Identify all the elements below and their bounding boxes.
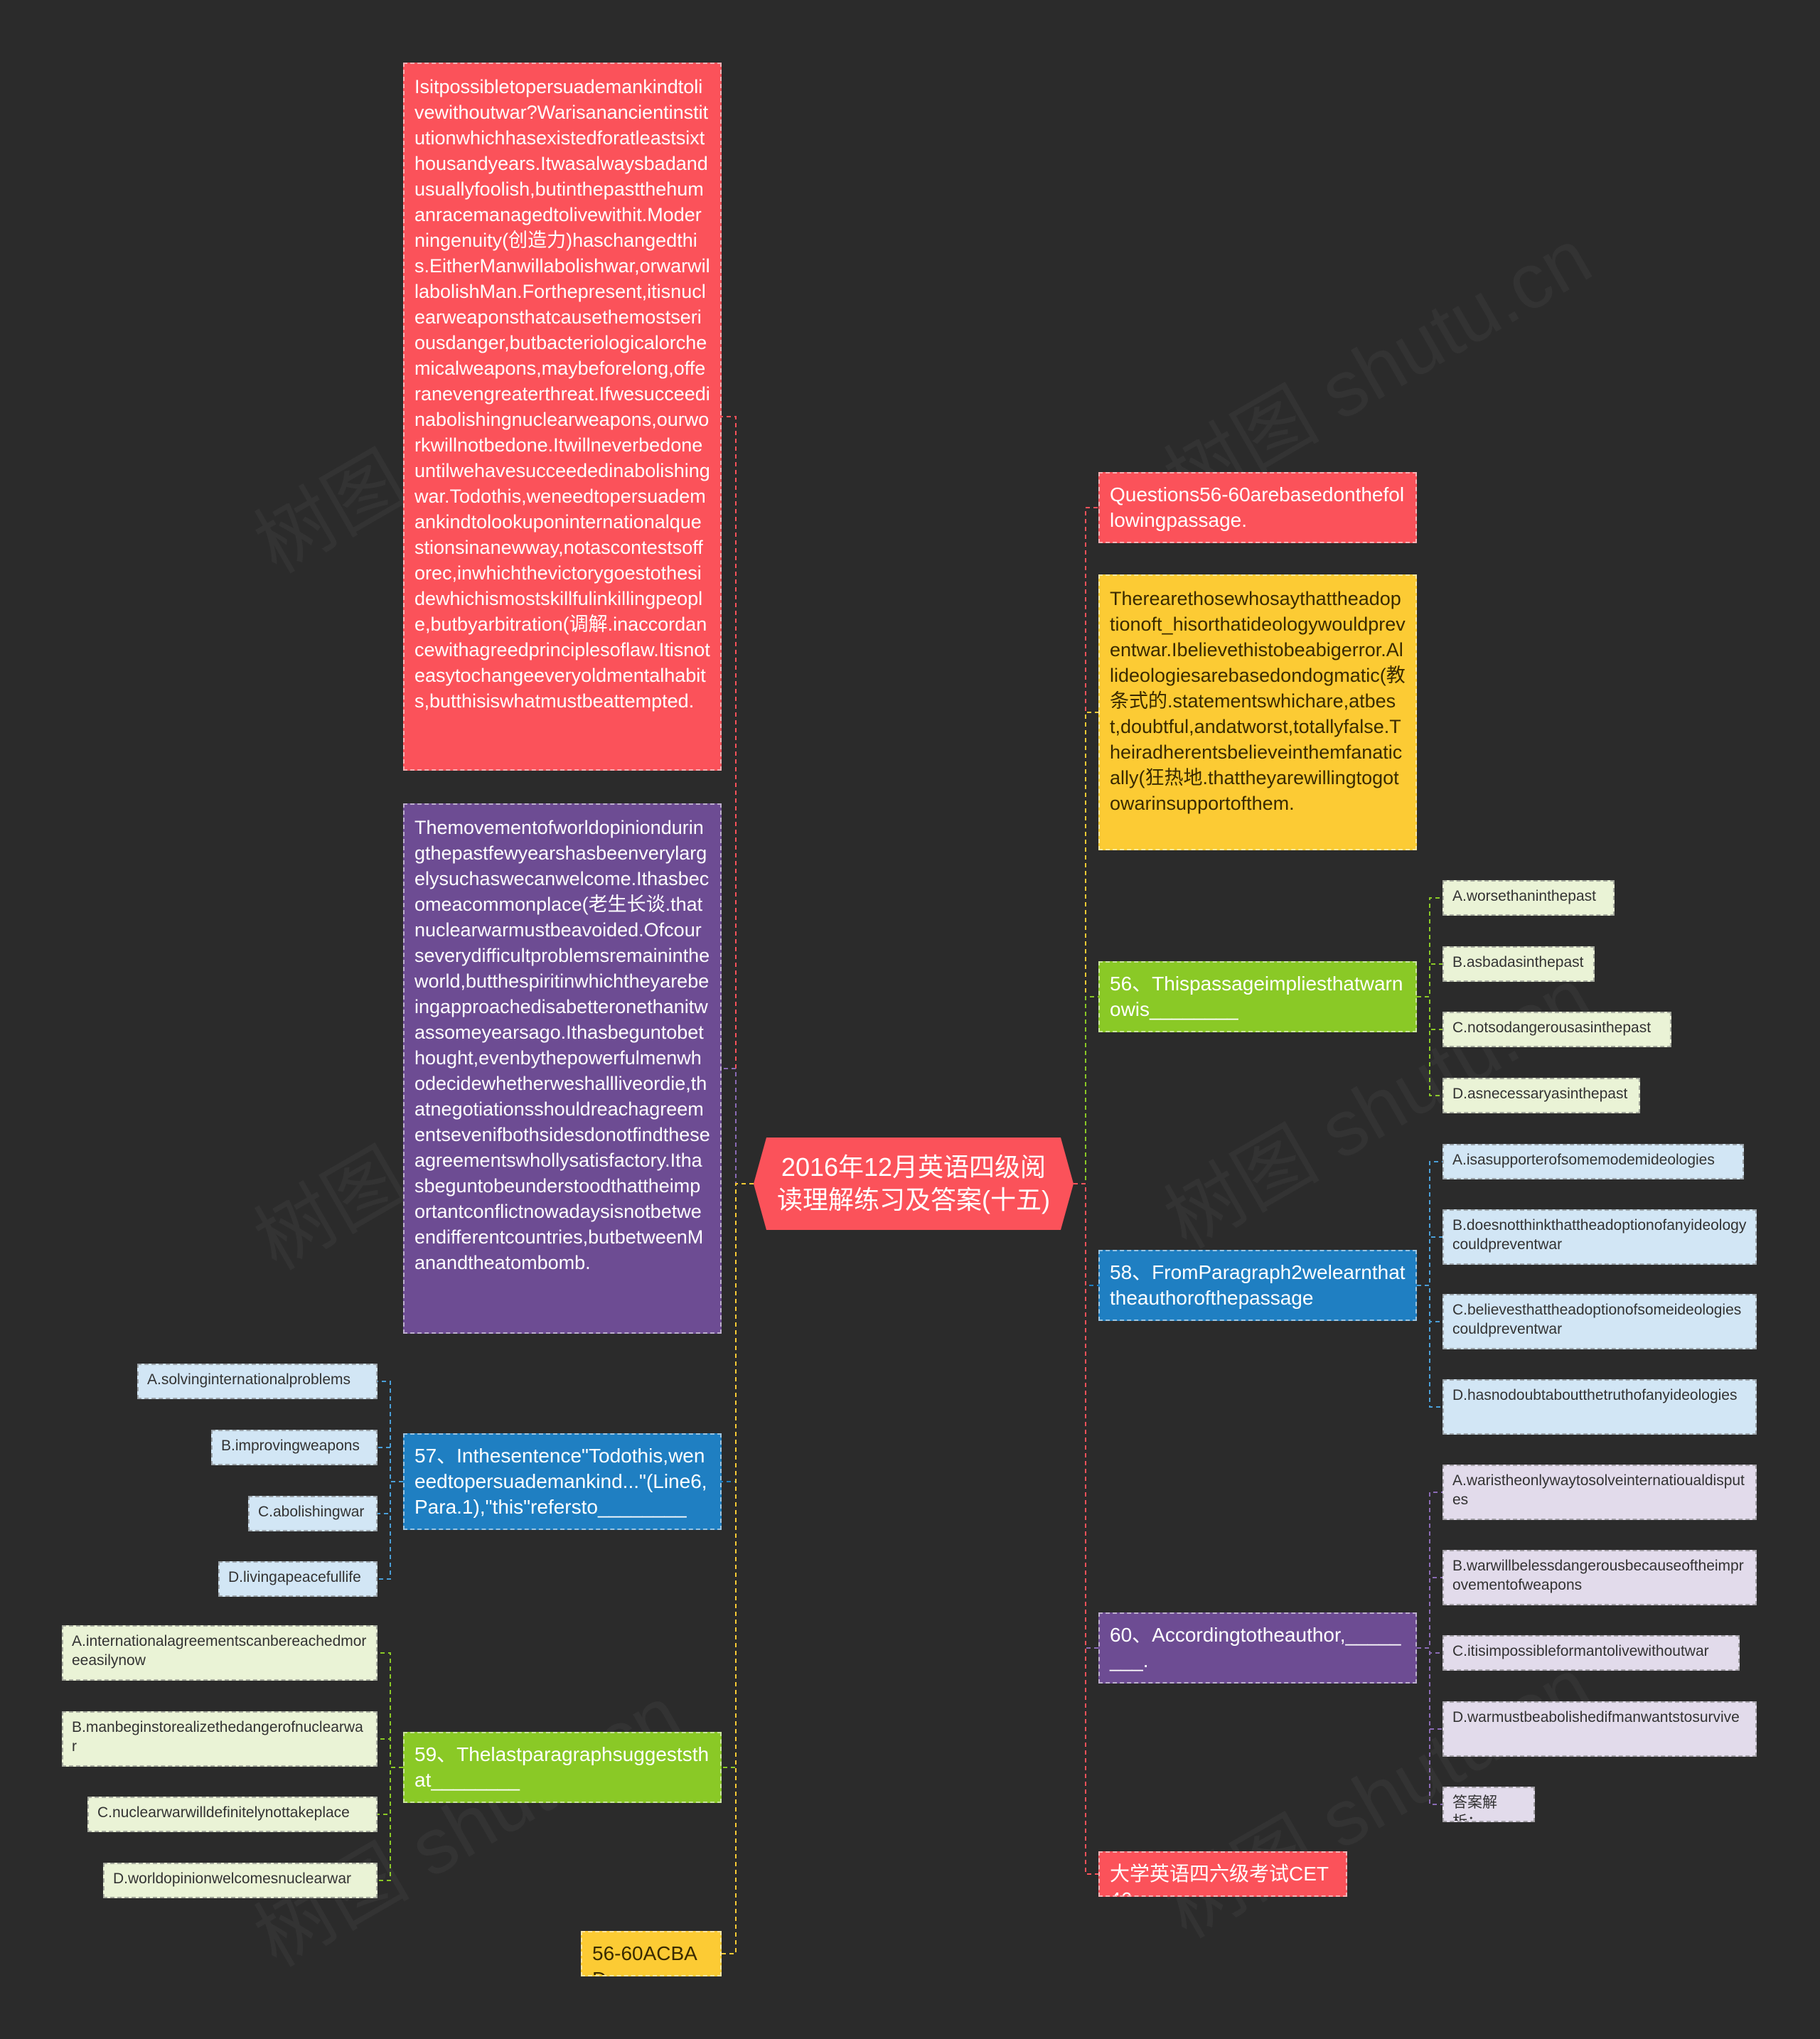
intro-node[interactable]: Questions56-60arebasedonthefollowingpass…: [1098, 472, 1417, 543]
connector-n-56b: [1417, 963, 1442, 997]
option-57b[interactable]: B.improvingweapons: [211, 1430, 378, 1465]
connector-n-57c: [378, 1481, 403, 1514]
option-60c[interactable]: C.itisimpossibleformantolivewithoutwar: [1442, 1635, 1740, 1671]
connector-n-57d: [378, 1481, 403, 1580]
connector-n-58a: [1417, 1161, 1442, 1286]
connector-n-p3: [1074, 712, 1098, 1184]
option-57d[interactable]: D.livingapeacefullife: [218, 1561, 378, 1597]
question-60-node[interactable]: 60、Accordingtotheauthor,________.: [1098, 1612, 1417, 1684]
option-57a[interactable]: A.solvinginternationalproblems: [137, 1364, 378, 1399]
answer-key-node[interactable]: 56-60ACBAD: [581, 1931, 722, 1976]
connector-n-q57: [722, 1183, 754, 1482]
connector-n-foot: [1074, 1183, 1098, 1875]
option-58d[interactable]: D.hasnodoubtaboutthetruthofanyideologies: [1442, 1379, 1757, 1435]
connector-n-56a: [1417, 897, 1442, 997]
connector-n-p2: [722, 1068, 754, 1184]
connector-n-60c: [1417, 1647, 1442, 1654]
passage-3-node[interactable]: Therearethosewhosaythattheadoptionoft_hi…: [1098, 574, 1417, 850]
option-57c[interactable]: C.abolishingwar: [248, 1496, 378, 1531]
passage-1-node[interactable]: Isitpossibletopersuademankindtolivewitho…: [403, 63, 722, 771]
option-59a[interactable]: A.internationalagreementscanbereachedmor…: [62, 1625, 378, 1681]
connector-n-ans: [722, 1183, 754, 1954]
option-59d[interactable]: D.worldopinionwelcomesnuclearwar: [103, 1863, 378, 1898]
question-58-node[interactable]: 58、FromParagraph2welearnthattheauthoroft…: [1098, 1250, 1417, 1321]
root-topic[interactable]: 2016年12月英语四级阅读理解练习及答案(十五): [754, 1138, 1074, 1230]
question-59-node[interactable]: 59、Thelastparagraphsuggeststhat________: [403, 1732, 722, 1803]
connector-n-q56: [1074, 996, 1098, 1184]
option-60a[interactable]: A.waristheonlywaytosolveinternatioualdis…: [1442, 1465, 1757, 1520]
connector-n-59c: [378, 1767, 403, 1815]
option-60d[interactable]: D.warmustbeabolishedifmanwantstosurvive: [1442, 1701, 1757, 1757]
connector-n-59d: [378, 1767, 403, 1881]
option-56b[interactable]: B.asbadasinthepast: [1442, 946, 1595, 982]
connector-n-60a: [1417, 1492, 1442, 1649]
option-58b[interactable]: B.doesnotthinkthattheadoptionofanyideolo…: [1442, 1209, 1757, 1265]
connector-n-58d: [1417, 1285, 1442, 1408]
option-56c[interactable]: C.notsodangerousasinthepast: [1442, 1012, 1671, 1047]
option-59b[interactable]: B.manbeginstorealizethedangerofnuclearwa…: [62, 1711, 378, 1767]
connector-n-58c: [1417, 1285, 1442, 1322]
connector-n-57b: [378, 1447, 403, 1482]
analysis-label[interactable]: 答案解析：: [1442, 1787, 1535, 1822]
question-57-node[interactable]: 57、Inthesentence"Todothis,weneedtopersua…: [403, 1433, 722, 1530]
connector-n-57a: [378, 1381, 403, 1482]
connector-n-q59: [722, 1183, 754, 1768]
footer-node[interactable]: 大学英语四六级考试CET46: [1098, 1851, 1347, 1897]
option-58c[interactable]: C.believesthattheadoptionofsomeideologie…: [1442, 1294, 1757, 1349]
option-56d[interactable]: D.asnecessaryasinthepast: [1442, 1078, 1640, 1113]
connector-n-58b: [1417, 1236, 1442, 1286]
option-59c[interactable]: C.nuclearwarwilldefinitelynottakeplace: [87, 1797, 378, 1832]
connector-n-59a: [378, 1652, 403, 1768]
passage-2-node[interactable]: Themovementofworldopinionduringthepastfe…: [403, 803, 722, 1334]
connector-n-56d: [1417, 996, 1442, 1096]
connector-n-60b: [1417, 1577, 1442, 1649]
option-56a[interactable]: A.worsethaninthepast: [1442, 880, 1615, 916]
connector-n-60e: [1417, 1647, 1442, 1805]
connector-n-59b: [378, 1738, 403, 1768]
option-60b[interactable]: B.warwillbelessdangerousbecauseoftheimpr…: [1442, 1550, 1757, 1605]
option-58a[interactable]: A.isasupporterofsomemodemideologies: [1442, 1144, 1744, 1179]
question-56-node[interactable]: 56、Thispassageimpliesthatwarnowis_______…: [1098, 961, 1417, 1032]
